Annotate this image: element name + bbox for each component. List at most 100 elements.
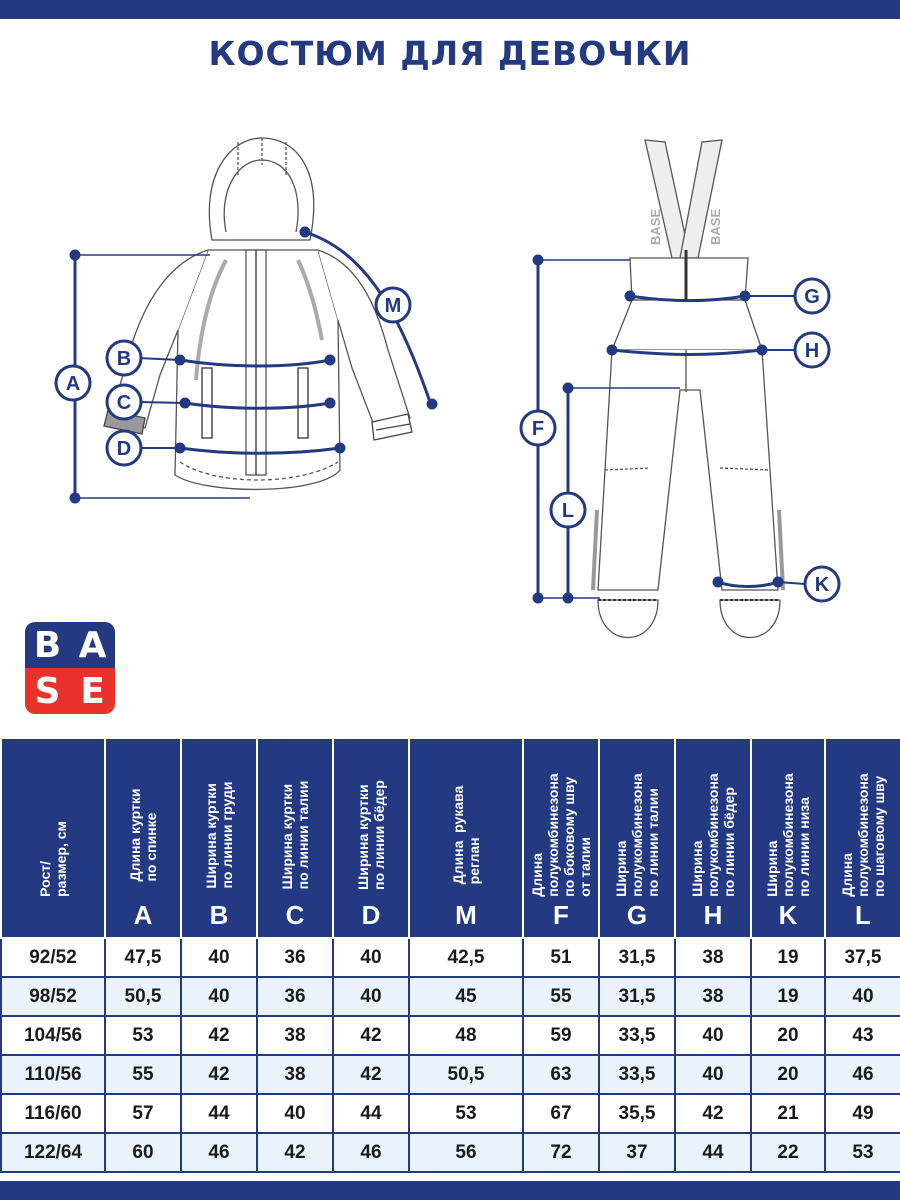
measure-cell: 50,5 <box>408 1054 524 1095</box>
measure-cell: 37,5 <box>824 937 900 978</box>
measure-cell: 36 <box>256 937 334 978</box>
badge-M: M <box>374 286 412 324</box>
measure-cell: 56 <box>408 1132 524 1173</box>
measure-cell: 31,5 <box>598 937 676 978</box>
badge-F: F <box>519 409 557 447</box>
measure-cell: 60 <box>104 1132 182 1173</box>
measure-cell: 59 <box>522 1015 600 1056</box>
measure-cell: 19 <box>750 976 826 1017</box>
measure-cell: 72 <box>522 1132 600 1173</box>
measure-cell: 53 <box>104 1015 182 1056</box>
badge-B: B <box>105 339 143 377</box>
measure-cell: 44 <box>180 1093 258 1134</box>
size-cell: 110/56 <box>0 1054 106 1095</box>
logo-letter-s: S <box>25 668 70 714</box>
measure-cell: 21 <box>750 1093 826 1134</box>
svg-text:H: H <box>805 340 819 362</box>
measure-cell: 40 <box>674 1054 752 1095</box>
measure-cell: 20 <box>750 1054 826 1095</box>
measure-cell: 40 <box>824 976 900 1017</box>
measure-cell: 33,5 <box>598 1054 676 1095</box>
measure-cell: 40 <box>180 937 258 978</box>
top-bar <box>0 0 900 19</box>
measure-cell: 42,5 <box>408 937 524 978</box>
measure-cell: 48 <box>408 1015 524 1056</box>
svg-text:F: F <box>532 418 544 440</box>
measure-cell: 31,5 <box>598 976 676 1017</box>
measure-cell: 37 <box>598 1132 676 1173</box>
svg-text:K: K <box>815 574 830 596</box>
measure-cell: 46 <box>180 1132 258 1173</box>
measure-cell: 44 <box>674 1132 752 1173</box>
logo-letter-b: B <box>25 622 70 668</box>
measure-cell: 42 <box>332 1015 410 1056</box>
measure-cell: 63 <box>522 1054 600 1095</box>
measure-cell: 42 <box>256 1132 334 1173</box>
measure-cell: 33,5 <box>598 1015 676 1056</box>
measure-cell: 40 <box>332 976 410 1017</box>
measure-cell: 55 <box>104 1054 182 1095</box>
bottom-bar <box>0 1181 900 1200</box>
measure-cell: 42 <box>180 1015 258 1056</box>
size-cell: 104/56 <box>0 1015 106 1056</box>
measure-cell: 42 <box>674 1093 752 1134</box>
measure-cell: 46 <box>332 1132 410 1173</box>
svg-text:G: G <box>804 286 820 308</box>
svg-text:L: L <box>562 500 574 522</box>
logo-letter-e: E <box>70 668 115 714</box>
measure-cell: 40 <box>180 976 258 1017</box>
measure-cell: 35,5 <box>598 1093 676 1134</box>
measure-cell: 45 <box>408 976 524 1017</box>
badge-G: G <box>793 277 831 315</box>
badge-A: A <box>54 364 92 402</box>
measure-cell: 20 <box>750 1015 826 1056</box>
brand-logo: B A S E <box>25 622 115 714</box>
measure-cell: 40 <box>674 1015 752 1056</box>
svg-text:C: C <box>117 392 131 414</box>
measure-cell: 40 <box>332 937 410 978</box>
measure-cell: 55 <box>522 976 600 1017</box>
measure-cell: 51 <box>522 937 600 978</box>
badge-K: K <box>803 565 841 603</box>
badge-H: H <box>793 331 831 369</box>
measure-cell: 43 <box>824 1015 900 1056</box>
strap-text-left: BASE <box>648 209 663 245</box>
overalls-drawing <box>591 139 785 638</box>
strap-text-right: BASE <box>708 209 723 245</box>
measure-cell: 42 <box>180 1054 258 1095</box>
measure-cell: 57 <box>104 1093 182 1134</box>
size-cell: 98/52 <box>0 976 106 1017</box>
measure-cell: 53 <box>408 1093 524 1134</box>
page-title: КОСТЮМ ДЛЯ ДЕВОЧКИ <box>208 34 692 73</box>
header-F: Длина полукомбинезона по боковому шву от… <box>522 737 600 939</box>
measure-cell: 38 <box>674 937 752 978</box>
measure-cell: 67 <box>522 1093 600 1134</box>
measure-cell: 53 <box>824 1132 900 1173</box>
jacket-drawing <box>103 137 413 491</box>
measure-cell: 49 <box>824 1093 900 1134</box>
measure-cell: 44 <box>332 1093 410 1134</box>
logo-letter-a: A <box>70 622 115 668</box>
measure-cell: 22 <box>750 1132 826 1173</box>
measure-cell: 47,5 <box>104 937 182 978</box>
measure-cell: 38 <box>256 1015 334 1056</box>
garment-illustration: BASE BASE A B C D M G H F L K <box>54 137 841 638</box>
measure-cell: 40 <box>256 1093 334 1134</box>
measure-cell: 38 <box>674 976 752 1017</box>
svg-text:D: D <box>117 438 131 460</box>
